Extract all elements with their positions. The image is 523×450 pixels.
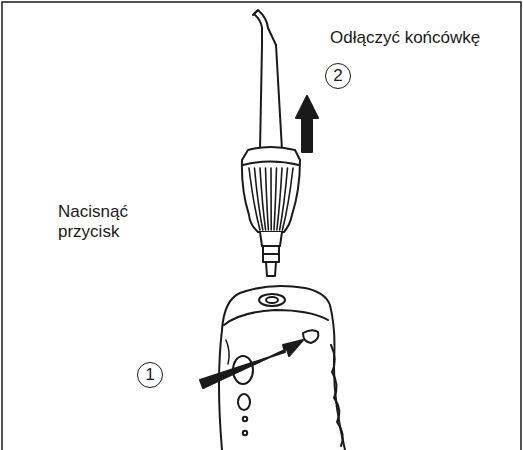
side-grip — [331, 345, 343, 446]
stem-connector — [263, 246, 279, 262]
collar-rim — [243, 162, 299, 166]
callout-number: 1 — [137, 362, 163, 388]
knurl-line — [274, 168, 277, 230]
knurl-line — [280, 168, 288, 230]
nozzle-collar — [242, 147, 300, 232]
knurl-line — [270, 168, 272, 230]
indicator-dot — [243, 431, 247, 435]
instruction-label: Nacisnąć przycisk — [58, 202, 162, 243]
knurl-line — [282, 168, 293, 230]
power-button — [233, 356, 253, 384]
nozzle-tip-end — [253, 11, 257, 15]
press-arrow — [200, 340, 303, 388]
callout-number: 2 — [325, 63, 351, 89]
nozzle-tip — [254, 10, 276, 45]
collar-knurling — [249, 168, 293, 230]
pull-arrow — [296, 96, 318, 152]
mode-button — [238, 394, 250, 410]
indicator-dot — [243, 417, 247, 421]
nozzle-socket — [259, 294, 285, 306]
knurl-line — [266, 168, 269, 230]
side-line — [226, 340, 229, 364]
nozzle-tube — [260, 45, 282, 150]
knurl-line — [260, 168, 266, 230]
instruction-label: Odłączyć końcówkę — [330, 28, 480, 48]
socket-hole — [266, 297, 278, 303]
release-button — [303, 330, 318, 343]
stem — [260, 232, 282, 246]
handle-top-edge — [224, 310, 328, 325]
stem-end — [266, 262, 276, 276]
